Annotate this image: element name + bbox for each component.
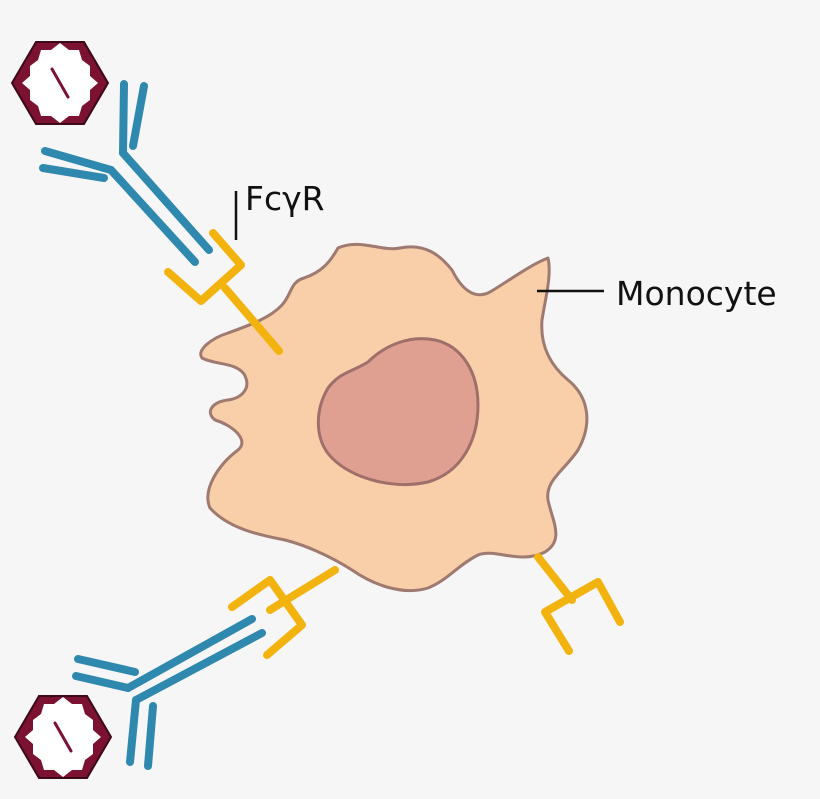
virus-icon [10,41,110,125]
fc-receptor-upper-left [164,229,283,355]
antibody-lower-left [72,615,266,770]
fc-receptor-lower-right [534,553,624,655]
nucleus [316,337,480,486]
virus-icon [13,695,113,779]
antibody-upper-left [39,80,213,266]
fc-receptor-lower-left [228,566,339,659]
cell-label: Monocyte [616,274,777,313]
receptor-label: FcγR [245,179,325,218]
